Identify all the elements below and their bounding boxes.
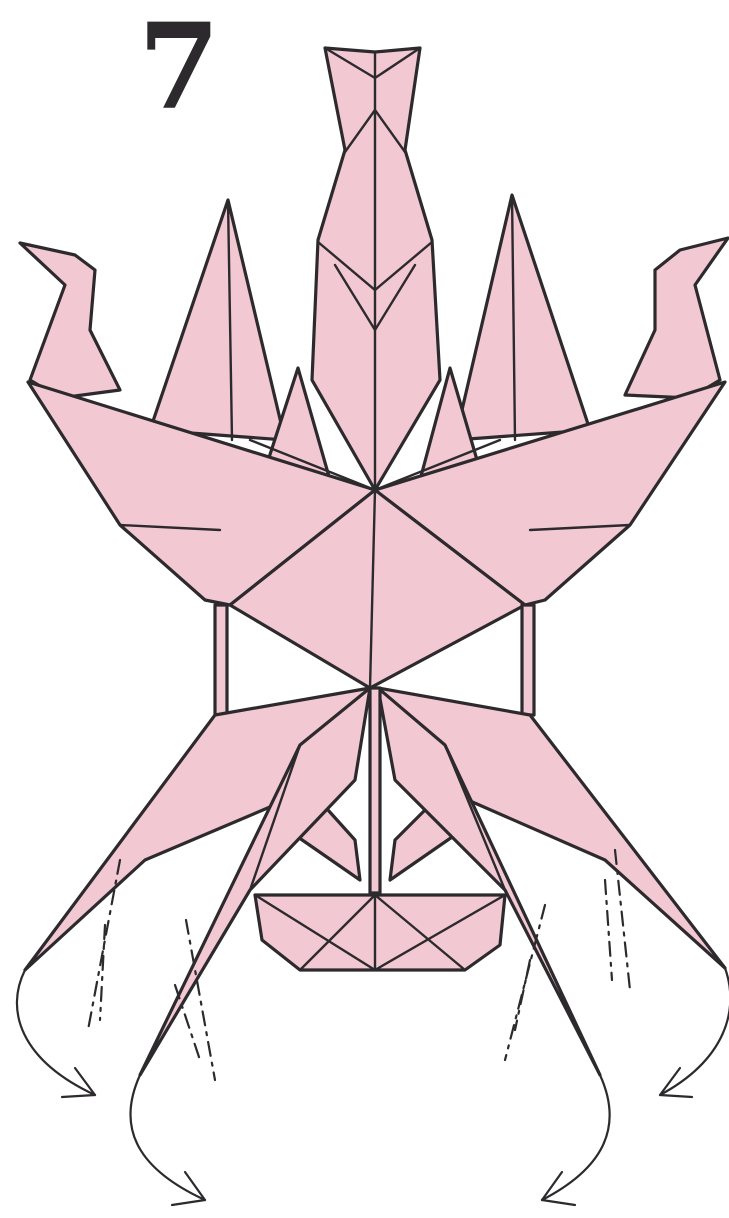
- fold-arrows: [17, 968, 729, 1205]
- left-outer-horn: [20, 243, 120, 398]
- center-stem: [370, 688, 380, 893]
- right-tall-spike: [455, 195, 590, 440]
- left-outer-arrow: [17, 970, 95, 1095]
- left-inner-arrow: [130, 1075, 205, 1200]
- right-outer-horn: [625, 238, 728, 398]
- lower-abdomen: [255, 895, 505, 970]
- right-outer-arrow: [660, 968, 729, 1095]
- right-inner-arrow: [542, 1075, 610, 1200]
- left-post: [215, 605, 227, 715]
- right-post: [522, 605, 534, 715]
- left-tall-spike: [150, 200, 285, 440]
